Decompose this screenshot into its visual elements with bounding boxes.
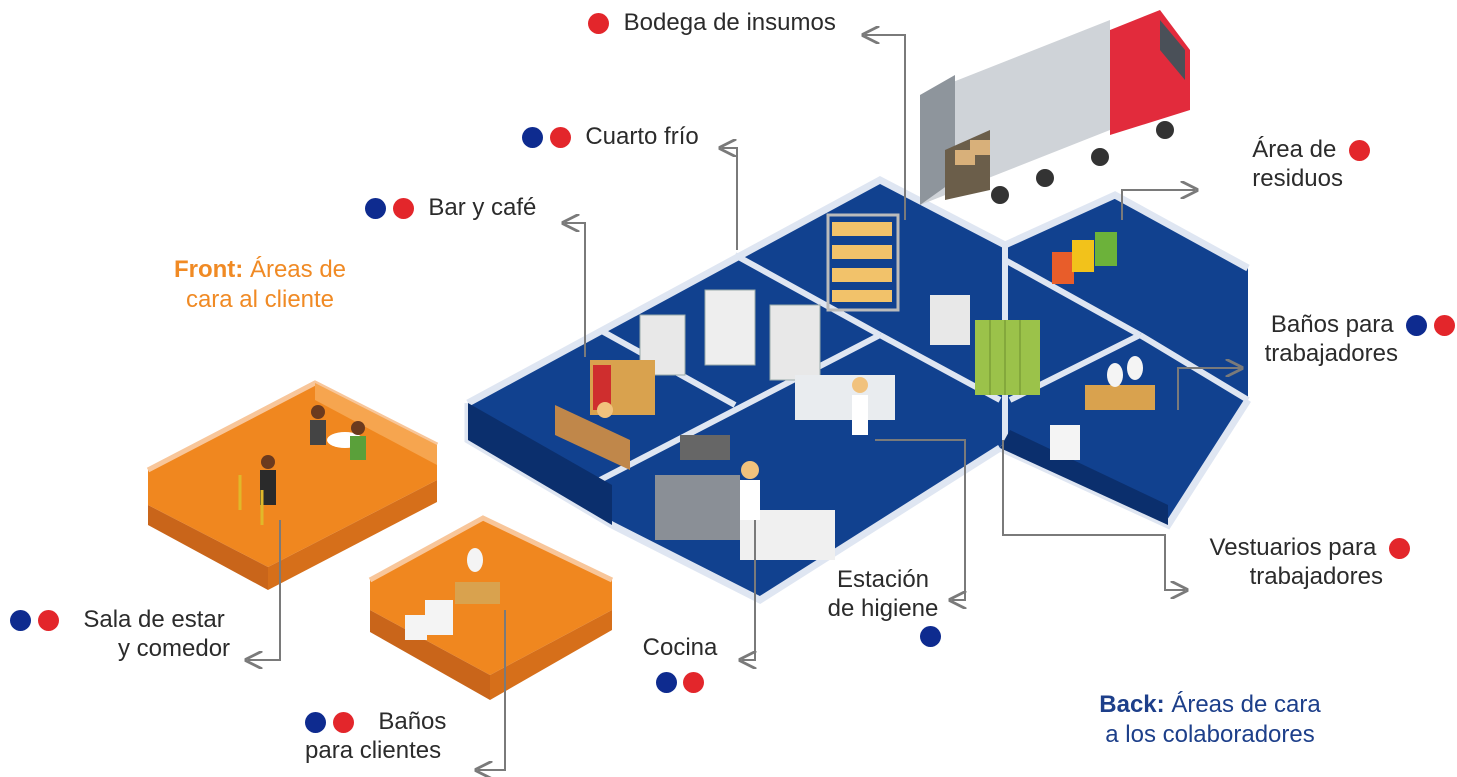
worker-toilets bbox=[1050, 356, 1155, 460]
label-bodega: Bodega de insumos bbox=[588, 8, 836, 37]
red-dot-icon bbox=[392, 198, 414, 220]
lockers bbox=[930, 295, 1040, 395]
arrow-banos-trab bbox=[1177, 368, 1240, 410]
label-banos-clientes: Baños para clientes bbox=[305, 708, 447, 764]
red-dot-icon bbox=[683, 672, 705, 694]
red-dot-icon bbox=[332, 712, 354, 734]
blue-dot-icon bbox=[305, 712, 326, 734]
arrow-bar bbox=[565, 223, 586, 357]
arrow-residuos bbox=[1121, 190, 1195, 220]
connector-arrows bbox=[248, 35, 1240, 770]
label-cuarto-frio: Cuarto frío bbox=[522, 122, 699, 151]
blue-dot-icon bbox=[365, 198, 386, 220]
front-heading: Front: Áreas de cara al cliente bbox=[173, 256, 347, 313]
arrow-bodega bbox=[865, 35, 906, 220]
red-dot-icon bbox=[37, 610, 59, 632]
blue-dot-icon bbox=[1406, 315, 1428, 337]
storage-shelves bbox=[826, 213, 900, 312]
red-dot-icon bbox=[588, 13, 609, 35]
hygiene-sinks bbox=[795, 375, 895, 435]
bar-counter bbox=[555, 360, 655, 470]
blue-dot-icon bbox=[522, 127, 543, 149]
label-bar: Bar y café bbox=[365, 193, 536, 222]
label-banos-trabajadores: Baños para trabajadores bbox=[1225, 310, 1455, 368]
label-cocina: Cocina bbox=[630, 633, 730, 696]
arrow-cocina bbox=[742, 520, 755, 660]
delivery-truck-icon bbox=[920, 10, 1190, 205]
red-dot-icon bbox=[1434, 315, 1455, 337]
blue-dot-icon bbox=[655, 672, 677, 694]
arrow-higiene bbox=[875, 439, 965, 600]
arrow-vestuarios bbox=[1002, 440, 1185, 590]
label-residuos: Área de residuos bbox=[1215, 135, 1370, 193]
label-higiene: Estación de higiene bbox=[827, 566, 939, 622]
label-sala: Sala de estar y comedor bbox=[10, 605, 240, 663]
back-heading: Back: Áreas de cara a los colaboradores bbox=[1099, 691, 1321, 748]
dining-room bbox=[146, 380, 439, 590]
arrow-sala bbox=[248, 520, 281, 660]
blue-dot-icon bbox=[10, 610, 31, 632]
customer-restrooms bbox=[368, 515, 614, 700]
arrow-banos-cli bbox=[478, 610, 506, 770]
red-dot-icon bbox=[1349, 140, 1370, 162]
blue-dot-icon bbox=[920, 626, 941, 647]
fridges bbox=[639, 289, 821, 381]
waste-bins bbox=[1052, 232, 1117, 284]
red-dot-icon bbox=[549, 127, 571, 149]
kitchen-equipment bbox=[655, 435, 835, 560]
arrow-cuarto-frio bbox=[722, 148, 738, 250]
label-vestuarios: Vestuarios para trabajadores bbox=[1170, 533, 1410, 591]
red-dot-icon bbox=[1389, 538, 1410, 560]
